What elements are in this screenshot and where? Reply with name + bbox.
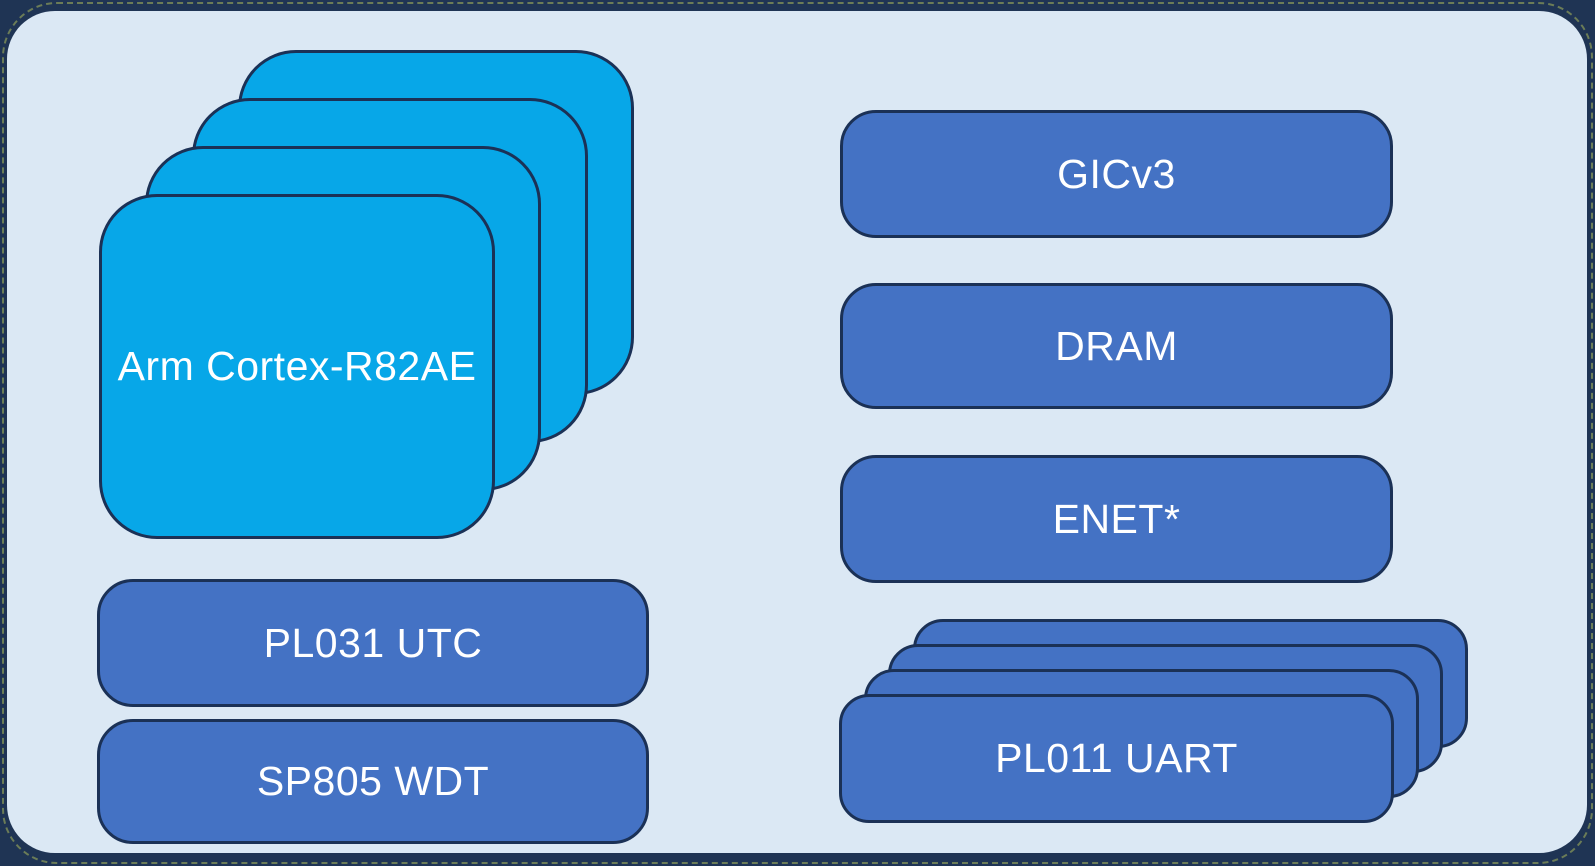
pl031-utc-label: PL031 UTC: [263, 619, 483, 666]
sp805-wdt-label: SP805 WDT: [256, 758, 490, 804]
gicv3-label: GICv3: [1057, 150, 1176, 197]
sp805-wdt-box: SP805 WDT: [97, 719, 649, 844]
enet-label: ENET*: [1052, 495, 1181, 542]
uart-cluster-label: PL011 UART: [995, 735, 1238, 781]
gicv3-box: GICv3: [840, 110, 1393, 238]
cpu-core-card-front: Arm Cortex-R82AE: [99, 194, 495, 539]
dram-box: DRAM: [840, 283, 1393, 409]
soc-diagram-canvas: Arm Cortex-R82AE PL031 UTC SP805 WDT GIC…: [7, 11, 1587, 853]
enet-box: ENET*: [840, 455, 1393, 583]
dram-label: DRAM: [1055, 322, 1178, 369]
pl031-utc-box: PL031 UTC: [97, 579, 649, 707]
uart-card-front: PL011 UART: [839, 694, 1394, 823]
cpu-cluster-label: Arm Cortex-R82AE: [117, 343, 477, 389]
